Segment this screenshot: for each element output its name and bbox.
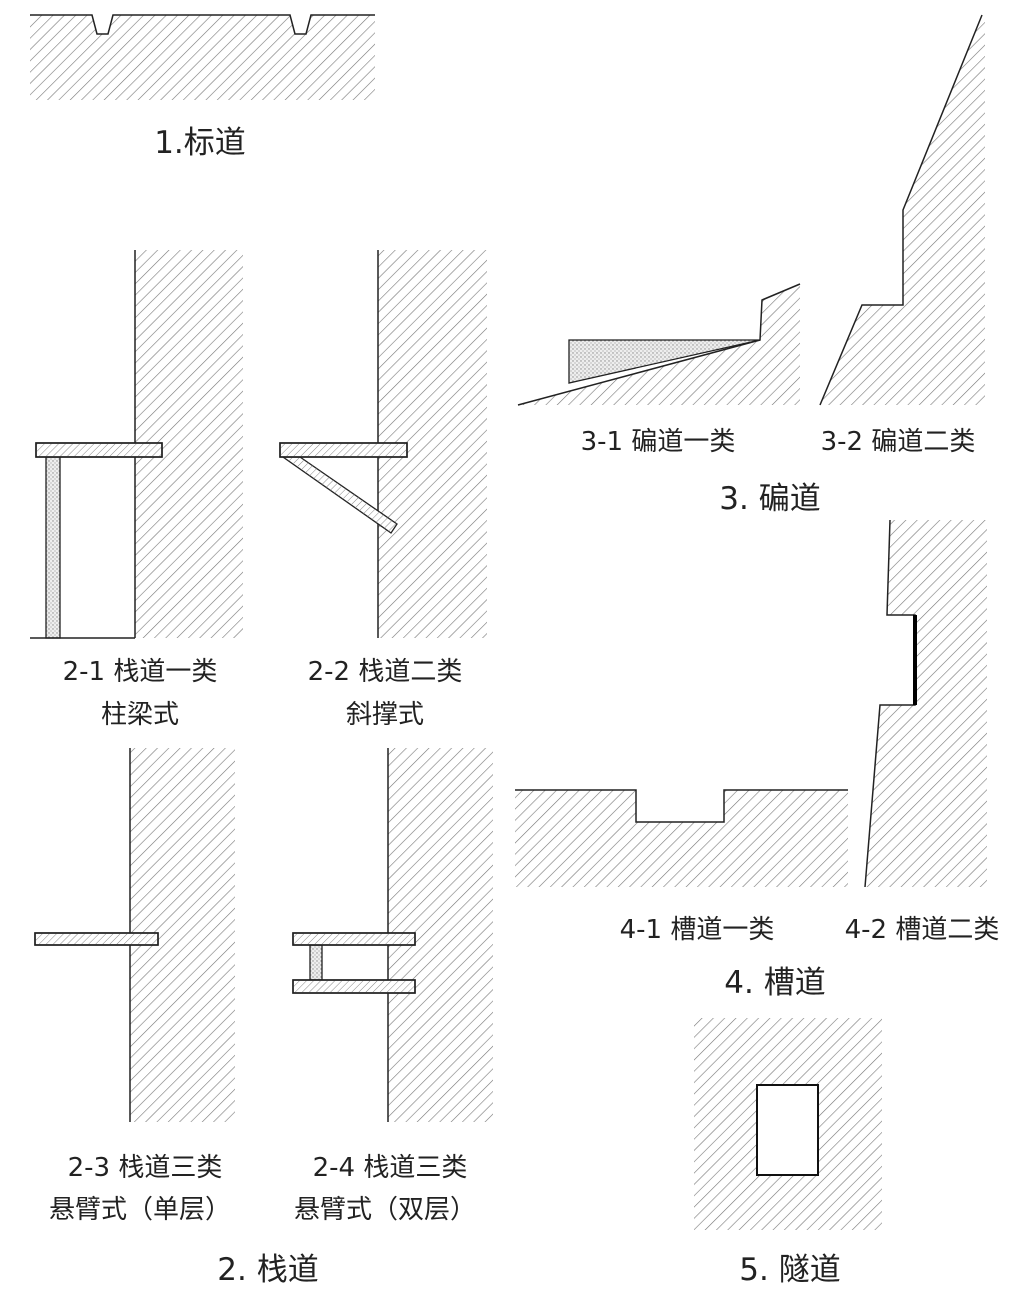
diagram-slope-road-type1 (517, 283, 801, 406)
diagram-slope-road-type2 (819, 14, 985, 406)
item-2-3-name: 2-3 栈道三类 (67, 1153, 223, 1183)
diagram-groove-road-type1 (515, 789, 848, 887)
section-2-title: 2. 栈道 (217, 1252, 319, 1288)
diagram-groove-road-type2 (864, 519, 987, 888)
diagram-plank-road-strut (279, 250, 487, 638)
diagram-marked-path (30, 14, 375, 100)
section-1-title: 1.标道 (154, 125, 246, 161)
item-4-2-name: 4-2 槽道二类 (844, 915, 1000, 945)
diagram-tunnel (694, 1018, 882, 1230)
item-2-2-name: 2-2 栈道二类 (307, 657, 463, 687)
item-4-1-name: 4-1 槽道一类 (619, 915, 775, 945)
item-3-1-name: 3-1 碥道一类 (580, 427, 736, 457)
item-3-2-name: 3-2 碥道二类 (820, 427, 976, 457)
item-2-2-sub: 斜撑式 (345, 700, 425, 730)
item-2-4-name: 2-4 栈道三类 (312, 1153, 468, 1183)
item-2-1-name: 2-1 栈道一类 (62, 657, 218, 687)
section-5-title: 5. 隧道 (739, 1252, 841, 1288)
section-3-title: 3. 碥道 (719, 481, 821, 517)
item-2-4-sub: 悬臂式（双层） (293, 1195, 477, 1225)
item-2-1-sub: 柱梁式 (100, 700, 180, 730)
diagram-plank-road-cantilever-double (292, 748, 493, 1122)
section-4-title: 4. 槽道 (724, 965, 826, 1001)
diagram-plank-road-post-beam (30, 250, 243, 639)
item-2-3-sub: 悬臂式（单层） (48, 1195, 232, 1225)
diagram-plank-road-cantilever-single (34, 748, 235, 1122)
